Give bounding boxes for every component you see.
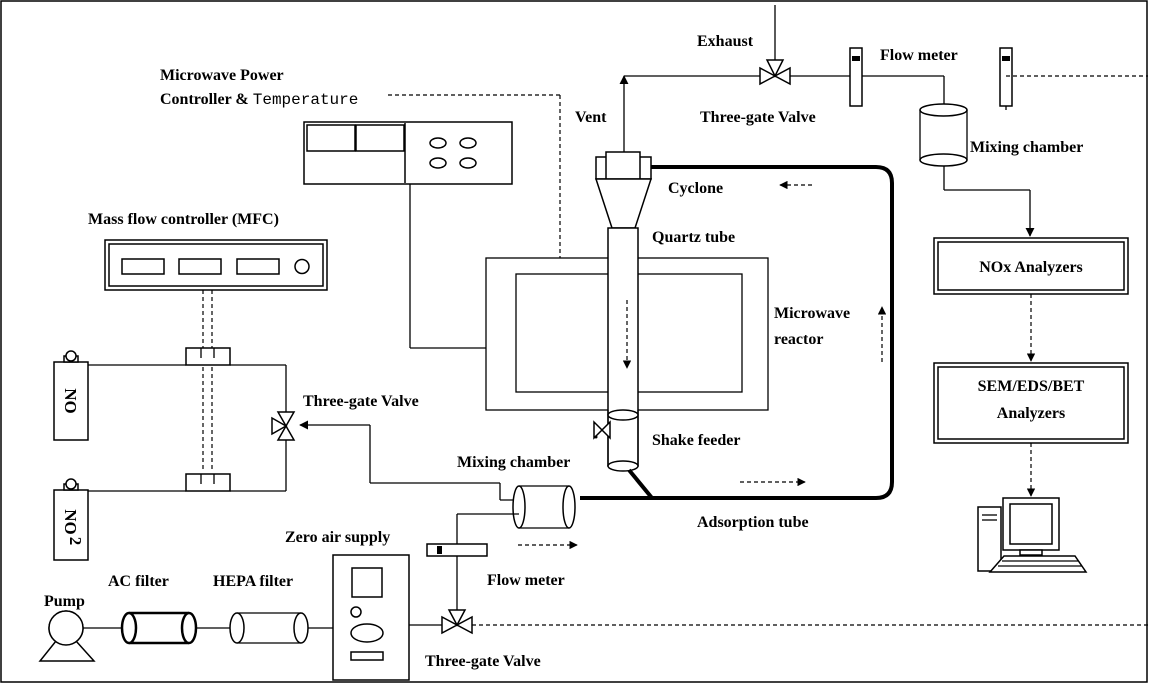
adsorption-tube-label: Adsorption tube [697,514,809,531]
flow-meter-top-2 [999,47,1013,107]
mass-flow-controller [104,239,328,291]
mw-controller-label-1: Microwave Power [160,67,284,84]
three-gate-valve-mid [271,411,296,441]
mixing-chamber-mid [512,485,576,529]
three-gate-valve-top-label: Three-gate Valve [700,109,816,126]
mixing-chamber-mid-label: Mixing chamber [457,454,570,471]
mfc-unit-2 [185,473,231,492]
nox-analyzers-box: NOx Analyzers [933,237,1129,295]
vent-label: Vent [575,109,607,126]
svg-text:NO: NO [61,388,80,414]
quartz-tube-label: Quartz tube [652,229,735,246]
vent-line [619,5,853,160]
microwave-controller [303,121,513,185]
svg-text:2: 2 [66,537,85,546]
mixing-chamber-top [919,103,968,167]
microwave-reactor-label-1: Microwave [774,305,850,322]
no2-gas-cylinder: NO 2 [53,478,89,561]
flow-meter-top-label: Flow meter [880,47,958,64]
mw-controller-label-2: Controller & Temperature [160,91,358,109]
adsorption-loop [580,165,894,500]
cyclone [594,151,653,229]
svg-text:NO: NO [61,509,80,535]
sem-eds-bet-label: SEM/EDS/BET [978,378,1085,395]
zero-air-supply [332,554,410,681]
zero-air-supply-label: Zero air supply [285,529,390,546]
hepa-filter-label: HEPA filter [213,573,293,590]
computer-icon [977,497,1088,573]
sem-eds-bet-analyzers-box: SEM/EDS/BET Analyzers [933,362,1129,444]
exhaust-label: Exhaust [697,33,754,50]
flow-meter-top-1 [849,47,863,107]
three-gate-valve-top [759,59,791,86]
quartz-tube [607,227,639,472]
flow-meter-bottom [426,543,488,557]
mixing-chamber-top-label: Mixing chamber [970,139,1083,156]
pump [38,610,96,662]
adsorption-tube [627,468,654,500]
cyclone-label: Cyclone [668,180,723,197]
ac-filter [120,611,198,645]
shake-feeder-label: Shake feeder [652,432,740,449]
shake-feeder-valve [593,420,611,440]
three-gate-valve-mid-label: Three-gate Valve [303,393,419,410]
three-gate-valve-bottom [441,609,473,635]
mfc-unit-1 [185,347,231,366]
no-gas-cylinder: NO [53,350,89,441]
microwave-reactor-label-2: reactor [774,331,823,348]
analyzers-label: Analyzers [997,405,1065,422]
nox-analyzers-label: NOx Analyzers [979,259,1083,276]
mfc-label: Mass flow controller (MFC) [88,211,279,228]
flow-meter-bottom-label: Flow meter [487,572,565,589]
three-gate-valve-bottom-label: Three-gate Valve [425,653,541,670]
ac-filter-label: AC filter [108,573,169,590]
pump-label: Pump [44,593,85,610]
hepa-filter [229,612,309,644]
